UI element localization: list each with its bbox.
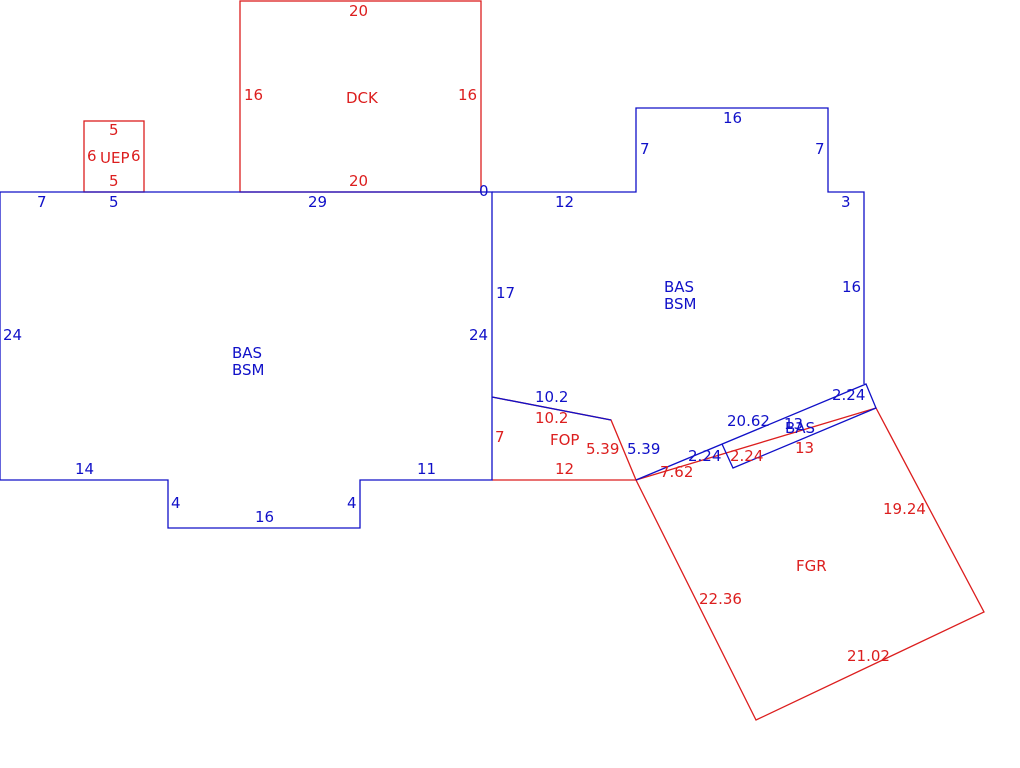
dim-right-top: 12 — [555, 193, 574, 211]
dim-uep-top: 5 — [109, 121, 119, 139]
fgr-label: FGR — [796, 557, 827, 575]
dim-dck-top: 20 — [349, 2, 368, 20]
dim-fop-diag-blue: 5.39 — [627, 440, 660, 458]
dim-right-step: 3 — [841, 193, 851, 211]
dim-uep-right: 6 — [131, 147, 141, 165]
dim-left-top-b: 5 — [109, 193, 119, 211]
dim-uep-bottom: 5 — [109, 172, 119, 190]
dim-dck-right: 16 — [458, 86, 477, 104]
dim-fop-top-blue: 10.2 — [535, 388, 568, 406]
dim-notch-left: 4 — [171, 494, 181, 512]
dck-label: DCK — [346, 89, 379, 107]
dim-strip-top: 20.62 — [727, 412, 770, 430]
dim-fop-diag-red: 5.39 — [586, 440, 619, 458]
dim-strip-short-blue: 2.24 — [688, 447, 721, 465]
fop-blue-edge — [491, 396, 612, 421]
dim-strip-end: 2.24 — [832, 386, 865, 404]
dim-bump-top: 16 — [723, 109, 742, 127]
dim-zero: 0 — [479, 182, 489, 200]
dim-bump-left: 7 — [640, 140, 650, 158]
dim-fop-bottom: 12 — [555, 460, 574, 478]
dim-fgr-a: 7.62 — [660, 463, 693, 481]
bas-right-outline — [492, 107, 865, 384]
bas-left-label-2: BSM — [232, 361, 265, 379]
dim-fgr-right: 19.24 — [883, 500, 926, 518]
bas-strip-outline — [635, 383, 877, 481]
dim-left-left: 24 — [3, 326, 22, 344]
dim-fgr-left: 22.36 — [699, 590, 742, 608]
fop-label: FOP — [550, 431, 579, 449]
dim-fop-top-red: 10.2 — [535, 409, 568, 427]
dim-strip-mid-red: 13 — [795, 439, 814, 457]
dim-left-bottom-b: 11 — [417, 460, 436, 478]
dim-left-top-c: 29 — [308, 193, 327, 211]
bas-right-label-2: BSM — [664, 295, 697, 313]
dim-fop-left: 7 — [495, 428, 505, 446]
dim-right-side: 16 — [842, 278, 861, 296]
dim-notch-bottom: 16 — [255, 508, 274, 526]
dim-left-right: 24 — [469, 326, 488, 344]
bas-small-label: BAS — [785, 419, 815, 437]
dim-bump-right: 7 — [815, 140, 825, 158]
dim-uep-left: 6 — [87, 147, 97, 165]
dim-strip-mid-blue: 13 — [784, 415, 803, 433]
dim-mid-side: 17 — [496, 284, 515, 302]
dim-notch-right: 4 — [347, 494, 357, 512]
bas-left-outline — [0, 191, 493, 529]
dim-dck-bottom: 20 — [349, 172, 368, 190]
dim-strip-short-red: 2.24 — [730, 447, 763, 465]
dim-dck-left: 16 — [244, 86, 263, 104]
dim-left-top-a: 7 — [37, 193, 47, 211]
fgr-outline — [635, 407, 985, 721]
bas-right-label-1: BAS — [664, 278, 694, 296]
dim-fgr-bottom: 21.02 — [847, 647, 890, 665]
uep-label: UEP — [100, 149, 130, 167]
dim-left-bottom-a: 14 — [75, 460, 94, 478]
bas-left-label-1: BAS — [232, 344, 262, 362]
